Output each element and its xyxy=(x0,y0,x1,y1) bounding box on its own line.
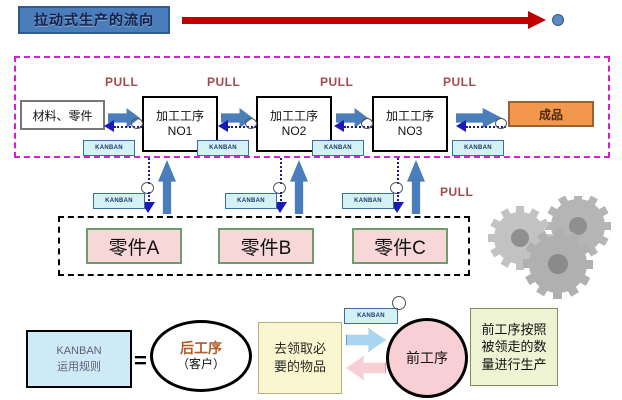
process-flow-container xyxy=(14,56,610,158)
parts-kanban-line-b2 xyxy=(280,192,282,204)
parts-kanban-hook-c-icon xyxy=(390,182,403,194)
pull-label-3: PULL xyxy=(320,75,354,89)
withdraw-arrow-icon xyxy=(346,328,386,352)
pull-label-2: PULL xyxy=(207,75,241,89)
kanban-tag-4-label: KANBAN xyxy=(464,145,492,151)
equals-sign: = xyxy=(134,348,147,373)
downstream-process-sublabel: （客户） xyxy=(176,357,225,372)
kanban-tag-3-label: KANBAN xyxy=(324,145,352,151)
pull-label-parts: PULL xyxy=(440,185,474,199)
result-note-box: 前工序按照 被领走的数 量进行生产 xyxy=(470,308,558,386)
kanban-tag-4[interactable]: KANBAN xyxy=(452,140,504,156)
process-box-no2-line2: NO2 xyxy=(281,124,307,138)
parts-supply-arrow-b-icon xyxy=(290,160,308,214)
process-box-no3-line1: 加工工序 xyxy=(385,109,434,123)
parts-kanban-arrow-c-icon xyxy=(390,202,404,213)
kanban-tag-1[interactable]: KANBAN xyxy=(83,140,135,156)
process-box-no1-line1: 加工工序 xyxy=(155,109,204,123)
downstream-process-ellipse: 后工序 （客户） xyxy=(150,320,252,392)
parts-kanban-tag-c-label: KANBAN xyxy=(354,198,382,204)
page-title: 拉动式生产的流向 xyxy=(18,6,170,34)
finished-goods-label: 成品 xyxy=(538,107,563,122)
kanban-return-arrow-1-icon xyxy=(104,120,114,132)
kanban-rules-line2: 运用规则 xyxy=(57,361,101,373)
process-box-no1-line2: NO1 xyxy=(167,124,193,138)
action-note-line1: 去领取必 xyxy=(273,340,326,356)
parts-kanban-line-c2 xyxy=(397,192,399,204)
kanban-tag-3[interactable]: KANBAN xyxy=(312,140,364,156)
parts-supply-arrow-a-icon xyxy=(158,160,176,214)
kanban-return-line-4 xyxy=(466,126,506,128)
kanban-return-arrow-4-icon xyxy=(456,120,466,132)
legend-kanban-tag[interactable]: KANBAN xyxy=(344,308,398,324)
parts-kanban-tag-a-label: KANBAN xyxy=(105,198,133,204)
parts-kanban-tag-c[interactable]: KANBAN xyxy=(342,193,394,209)
parts-kanban-arrow-b-icon xyxy=(273,202,287,213)
material-parts-box: 材料、零件 xyxy=(20,100,105,130)
kanban-tag-2-label: KANBAN xyxy=(209,145,237,151)
legend-kanban-tag-label: KANBAN xyxy=(357,313,385,319)
parts-kanban-arrow-a-icon xyxy=(141,202,155,213)
parts-kanban-tag-b-label: KANBAN xyxy=(237,198,265,204)
kanban-return-line-3 xyxy=(344,126,372,128)
part-box-a-label: 零件A xyxy=(108,237,160,259)
action-note-line2: 要的物品 xyxy=(273,359,326,374)
parts-kanban-line-a xyxy=(148,158,150,184)
downstream-process-label: 后工序 xyxy=(180,340,222,357)
result-note-line3: 量进行生产 xyxy=(481,356,547,372)
upstream-process-circle: 前工序 xyxy=(386,318,468,398)
part-box-b-label: 零件B xyxy=(240,237,292,259)
process-box-no3: 加工工序 NO3 xyxy=(372,96,448,152)
kanban-hook-4-icon xyxy=(495,118,507,129)
parts-kanban-hook-a-icon xyxy=(141,182,154,194)
gears-icon xyxy=(488,196,611,299)
parts-kanban-tag-a[interactable]: KANBAN xyxy=(93,193,145,209)
kanban-hook-3-icon xyxy=(361,118,373,129)
part-box-c: 零件C xyxy=(352,228,448,264)
parts-store-container xyxy=(58,216,470,276)
kanban-hook-2-icon xyxy=(245,118,257,129)
parts-kanban-line-a2 xyxy=(148,192,150,204)
pull-label-1: PULL xyxy=(105,75,139,89)
part-box-b: 零件B xyxy=(218,228,314,264)
flow-endpoint-dot-icon xyxy=(552,14,564,26)
kanban-return-arrow-3-icon xyxy=(334,120,344,132)
legend-kanban-hook-icon xyxy=(392,296,406,310)
part-box-a: 零件A xyxy=(86,228,182,264)
parts-kanban-line-b xyxy=(280,158,282,184)
part-box-c-label: 零件C xyxy=(374,237,426,259)
flow-direction-arrow-shaft xyxy=(182,17,532,24)
process-box-no3-line2: NO3 xyxy=(397,124,423,138)
material-parts-label: 材料、零件 xyxy=(32,108,93,123)
pull-label-4: PULL xyxy=(443,75,477,89)
parts-kanban-tag-b[interactable]: KANBAN xyxy=(225,193,277,209)
kanban-rules-box: KANBAN 运用规则 xyxy=(26,330,132,388)
result-note-line2: 被领走的数 xyxy=(481,339,547,355)
kanban-tag-1-label: KANBAN xyxy=(95,145,123,151)
parts-supply-arrow-c-icon xyxy=(407,160,425,214)
finished-goods-box: 成品 xyxy=(508,101,594,127)
process-box-no2-line1: 加工工序 xyxy=(269,109,318,123)
kanban-return-arrow-2-icon xyxy=(218,120,228,132)
kanban-return-line-1 xyxy=(114,126,142,128)
kanban-tag-2[interactable]: KANBAN xyxy=(197,140,249,156)
result-note-line1: 前工序按照 xyxy=(481,322,547,338)
upstream-process-label: 前工序 xyxy=(406,350,448,366)
parts-kanban-hook-b-icon xyxy=(273,182,286,194)
action-note-box: 去领取必 要的物品 xyxy=(258,322,342,394)
parts-kanban-line-c xyxy=(397,158,399,184)
kanban-hook-1-icon xyxy=(131,118,143,129)
kanban-return-line-2 xyxy=(228,126,256,128)
kanban-rules-line1: KANBAN xyxy=(56,344,102,357)
page-title-label: 拉动式生产的流向 xyxy=(34,12,154,28)
replenish-arrow-icon xyxy=(346,356,386,380)
flow-direction-arrow-head xyxy=(528,11,546,29)
